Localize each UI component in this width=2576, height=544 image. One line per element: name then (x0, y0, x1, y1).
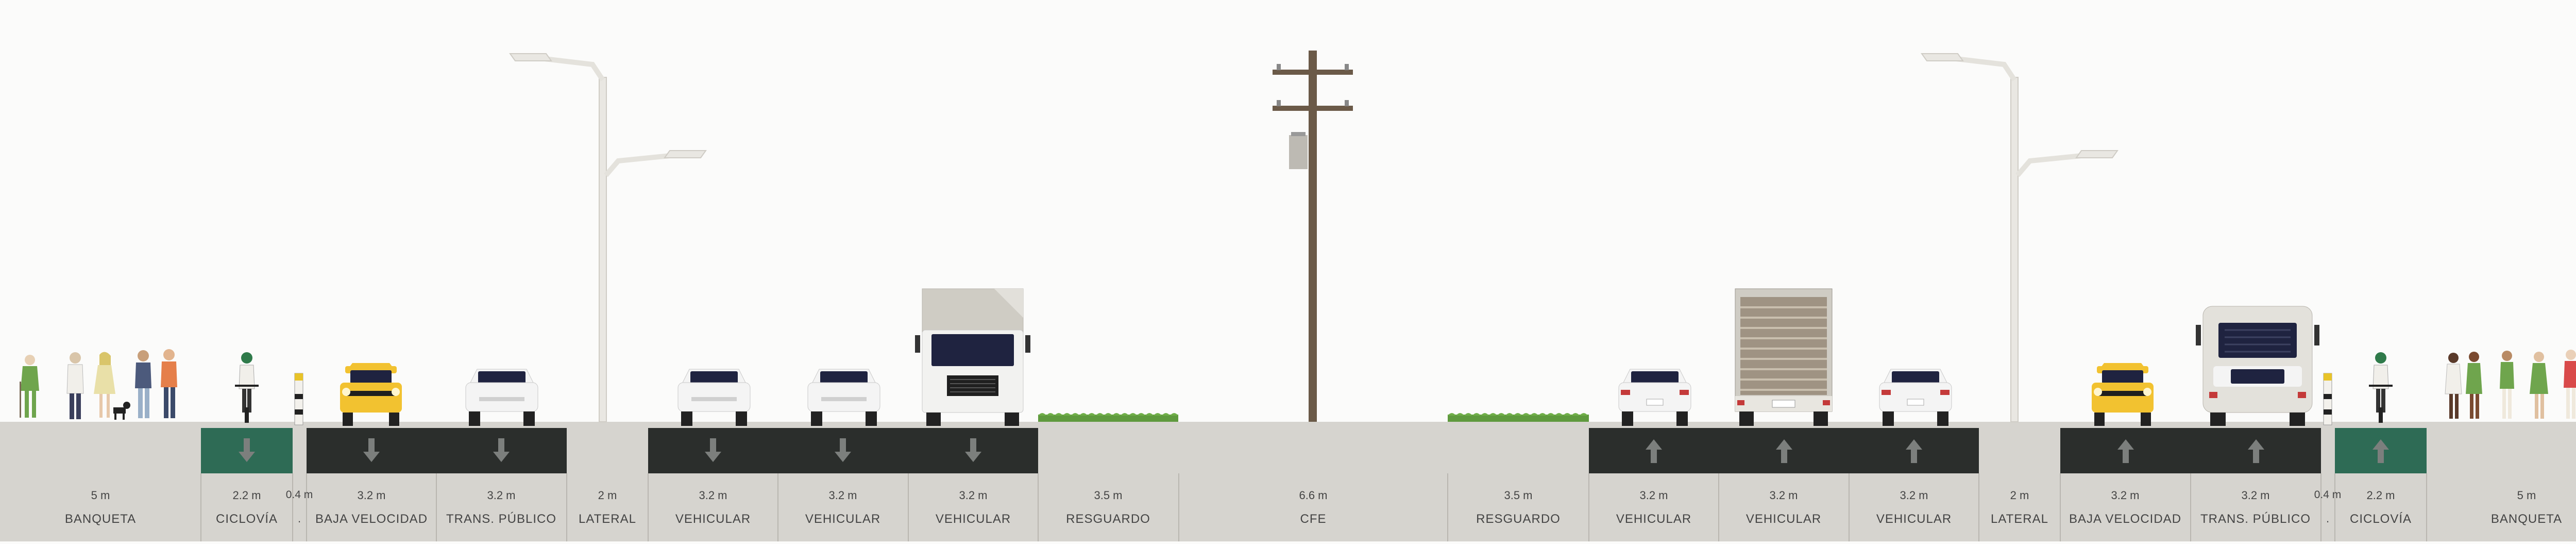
streetlight-icon (509, 53, 707, 422)
segment-name-label: BANQUETA (2490, 512, 2563, 526)
pedestrian-icon (20, 355, 39, 418)
segment-width-label: 3.2 m (959, 489, 988, 502)
segment-width-label: 3.5 m (1504, 489, 1533, 502)
segment-name-label: LATERAL (1991, 512, 2048, 526)
segment-name-label: VEHICULAR (1616, 512, 1692, 526)
segment-name-label: TRANS. PÚBLICO (446, 512, 557, 526)
pedestrian-icon (2500, 351, 2514, 419)
segment-name-label: VEHICULAR (935, 512, 1011, 526)
segment-width-label: 3.2 m (828, 489, 857, 502)
segment-width-label: 3.2 m (2111, 489, 2140, 502)
segment-name-label: BAJA VELOCIDAD (2069, 512, 2182, 526)
segment-name-label: TRANS. PÚBLICO (2200, 512, 2311, 526)
segment-name-label: . (297, 512, 301, 525)
taxi-icon (340, 363, 402, 426)
segment-width-label: 5 m (2517, 489, 2536, 502)
arrow-icon (1906, 439, 1922, 463)
car-icon (807, 369, 880, 426)
pedestrian-icon (66, 352, 84, 419)
car-icon (677, 369, 751, 426)
segment-width-label: 3.2 m (1769, 489, 1798, 502)
segment-width-label: 3.2 m (1639, 489, 1668, 502)
pedestrian-icon (2466, 352, 2482, 419)
segment-width-label: 3.2 m (357, 489, 386, 502)
arrow-icon (363, 438, 380, 462)
segment-width-label: 2.2 m (2366, 489, 2395, 502)
segment-width-label: 0.4 m (285, 489, 313, 501)
truck-icon (1735, 288, 1833, 426)
segment-dividers (200, 473, 2427, 541)
grass-strip (1038, 413, 1178, 422)
arrow-icon (2372, 439, 2389, 463)
arrow-icon (239, 438, 255, 462)
arrow-icon (1646, 439, 1662, 463)
segment-width-label: 6.6 m (1299, 489, 1328, 502)
segment-width-label: 3.2 m (1900, 489, 1928, 502)
taxi-icon (2092, 363, 2154, 426)
arrow-icon (1776, 439, 1792, 463)
segment-name-label: BAJA VELOCIDAD (315, 512, 428, 526)
streetlight-icon (1921, 53, 2119, 422)
segment-width-label: 3.2 m (2241, 489, 2270, 502)
segment-name-label: RESGUARDO (1066, 512, 1150, 526)
bollard-icon (294, 373, 303, 425)
segment-name-label: VEHICULAR (675, 512, 751, 526)
arrow-icon (2117, 439, 2134, 463)
bollard-icon (2323, 373, 2332, 425)
segment-name-label: VEHICULAR (805, 512, 881, 526)
pedestrian-icon (135, 350, 151, 418)
pedestrian-icon (161, 349, 177, 418)
segment-name-label: CICLOVÍA (2349, 512, 2412, 526)
arrow-icon (835, 438, 851, 462)
cyclist-icon (2369, 352, 2393, 423)
utility-pole-icon (1273, 51, 1353, 422)
segment-name-label: RESGUARDO (1476, 512, 1561, 526)
car-icon (465, 369, 538, 426)
arrow-icon (493, 438, 510, 462)
arrow-icon (2248, 439, 2264, 463)
car-icon (1879, 369, 1952, 426)
segment-name-label: BANQUETA (64, 512, 137, 526)
segment-name-label: VEHICULAR (1745, 512, 1822, 526)
grass-strip (1448, 413, 1589, 422)
pedestrian-icon (2445, 353, 2462, 419)
pedestrian-icon (94, 352, 115, 418)
pedestrian-icon (2564, 350, 2576, 419)
segment-width-label: 2 m (2010, 489, 2029, 502)
segment-name-label: CICLOVÍA (215, 512, 278, 526)
cyclist-icon (235, 352, 259, 423)
truck-icon (915, 288, 1030, 426)
pedestrian-icon (2530, 352, 2548, 419)
segment-width-label: 3.2 m (487, 489, 516, 502)
asphalt-right-local (2060, 428, 2321, 473)
segment-width-label: 3.2 m (699, 489, 727, 502)
arrow-icon (705, 438, 721, 462)
asphalt-left-local (307, 428, 567, 473)
segment-width-label: 2.2 m (232, 489, 261, 502)
segment-width-label: 5 m (91, 489, 110, 502)
segment-name-label: LATERAL (579, 512, 636, 526)
segment-name-label: CFE (1300, 512, 1327, 526)
segment-width-label: 3.5 m (1094, 489, 1123, 502)
segment-width-label: 2 m (598, 489, 617, 502)
car-icon (1618, 369, 1691, 426)
pedestrian-icon (113, 402, 130, 420)
arrow-icon (965, 438, 981, 462)
segment-name-label: VEHICULAR (1876, 512, 1952, 526)
segment-width-label: 0.4 m (2314, 489, 2342, 501)
segment-name-label: . (2326, 512, 2330, 525)
bus-icon (2196, 306, 2319, 426)
